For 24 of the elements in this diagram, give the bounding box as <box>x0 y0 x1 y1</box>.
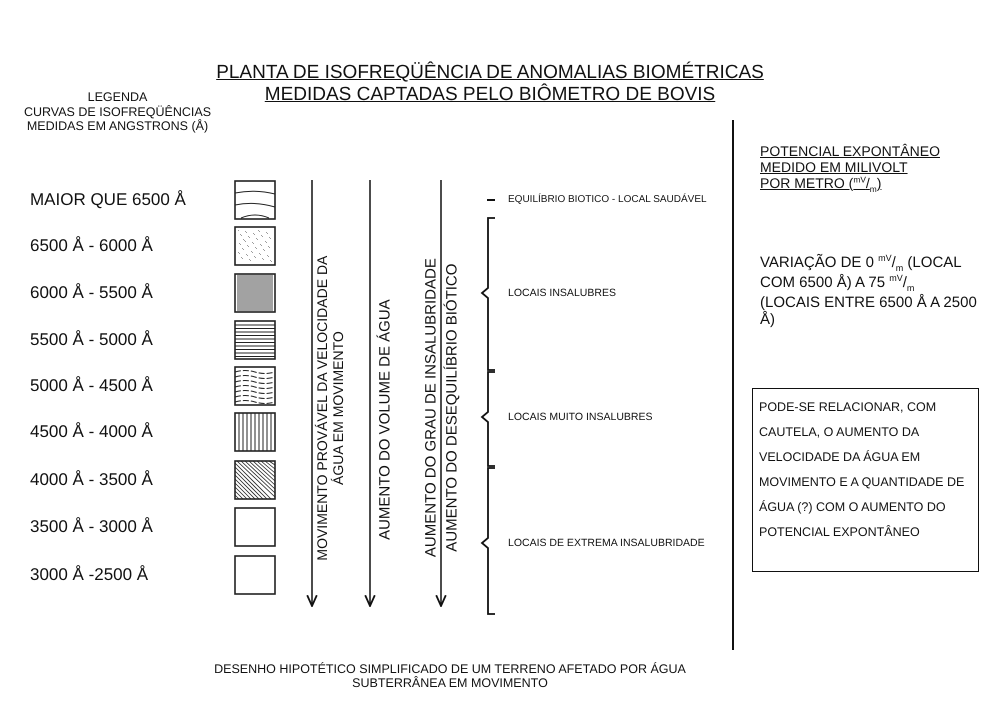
legend-label: 6000 Å - 5500 Å <box>30 283 153 303</box>
vertical-label: AUMENTO DO VOLUME DE ÁGUA <box>376 298 394 542</box>
brace-label: EQUILÍBRIO BIOTICO - LOCAL SAUDÁVEL <box>508 194 708 206</box>
caption: DESENHO HIPOTÉTICO SIMPLIFICADO DE UM TERRENO AFETADO POR ÁGUA SUBTERRÂNEA EM MOVIMENTO <box>213 662 687 691</box>
legend-label: 4000 Å - 3500 Å <box>30 470 153 490</box>
legend-label: 3000 Å -2500 Å <box>30 565 148 585</box>
title: PLANTA DE ISOFREQÜÊNCIA DE ANOMALIAS BIOMÉTRICAS MEDIDAS CAPTADAS PELO BIÔMETRO DE BOVIS <box>215 62 765 106</box>
vertical-label: AUMENTO DO DESEQUILÍBRIO BIÓTICO <box>443 262 461 554</box>
legend-heading: LEGENDA <box>86 90 148 104</box>
legend-label: MAIOR QUE 6500 Å <box>30 190 186 210</box>
legend-label: 6500 Å - 6000 Å <box>30 236 153 256</box>
note-box: PODE-SE RELACIONAR, COM CAUTELA, O AUMENTO DA VELOCIDADE DA ÁGUA EM MOVIMENTO E A QUANTIDADE DE ÁGUA (?) COM O AUMENTO DO POTENCIAL EXPONTÂNEO <box>752 388 979 572</box>
legend-label: 4500 Å - 4000 Å <box>30 422 153 442</box>
brace-label: LOCAIS INSALUBRES <box>508 287 617 300</box>
legend-heading: CURVAS DE ISOFREQÜÊNCIAS MEDIDAS EM ANGSTRONS (Å) <box>22 105 212 134</box>
unit-heading: POTENCIAL EXPONTÂNEO MEDIDO EM MILIVOLT POR METRO ($^{mV}$/$_{m}$) <box>760 143 940 195</box>
vertical-label: MOVIMENTO PROVÁVEL DA VELOCIDADE DA ÁGUA EM MOVIMENTO <box>314 254 346 562</box>
vertical-label: AUMENTO DO GRAU DE INSALUBRIDADE <box>422 258 440 560</box>
legend-label: 5500 Å - 5000 Å <box>30 330 153 350</box>
legend-label: 5000 Å - 4500 Å <box>30 376 153 396</box>
brace-label: LOCAIS MUITO INSALUBRES <box>508 411 654 424</box>
range-note: VARIAÇÃO DE 0 $^{mV}$/$_{m}$ (LOCAL COM 6500 Å) A 75 $^{mV}$/$_{m}$ (LOCAIS ENTRE 6500 Å A 2500 Å) <box>760 253 978 328</box>
brace-label: LOCAIS DE EXTREMA INSALUBRIDADE <box>508 537 706 550</box>
legend-label: 3500 Å - 3000 Å <box>30 517 153 537</box>
